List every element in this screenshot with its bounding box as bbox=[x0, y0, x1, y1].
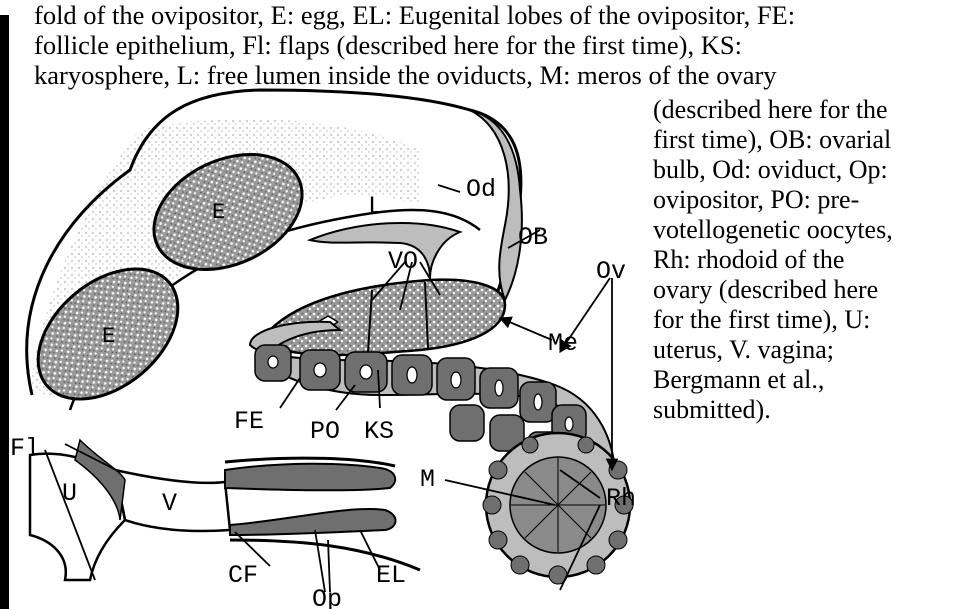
oviduct-OB-duct bbox=[470, 110, 522, 300]
label-VO: VO bbox=[388, 247, 418, 276]
label-Ov: Ov bbox=[596, 257, 626, 286]
rhodoid-rays bbox=[511, 458, 605, 552]
label-L: L bbox=[368, 192, 383, 221]
label-OB: OB bbox=[518, 223, 548, 252]
lumen bbox=[310, 223, 460, 278]
label-Op: Op bbox=[312, 585, 342, 609]
label-Od: Od bbox=[466, 175, 496, 204]
label-M: M bbox=[420, 465, 435, 494]
label-Rh: Rh bbox=[606, 484, 636, 513]
label-V: V bbox=[162, 489, 177, 518]
ovipositor-lower bbox=[230, 509, 396, 535]
label-FE: FE bbox=[234, 407, 264, 436]
label-PO: PO bbox=[310, 417, 340, 446]
label-EL: EL bbox=[376, 561, 406, 590]
label-E2: E bbox=[102, 324, 115, 349]
ovipositor-upper bbox=[225, 464, 395, 491]
label-Me: Me bbox=[548, 329, 578, 358]
label-Fl: Fl bbox=[10, 434, 40, 463]
vitellogenic-oocytes bbox=[270, 280, 505, 355]
label-U: U bbox=[62, 479, 77, 508]
label-CF: CF bbox=[228, 561, 258, 590]
label-KS: KS bbox=[364, 417, 394, 446]
label-E1: E bbox=[212, 200, 225, 225]
